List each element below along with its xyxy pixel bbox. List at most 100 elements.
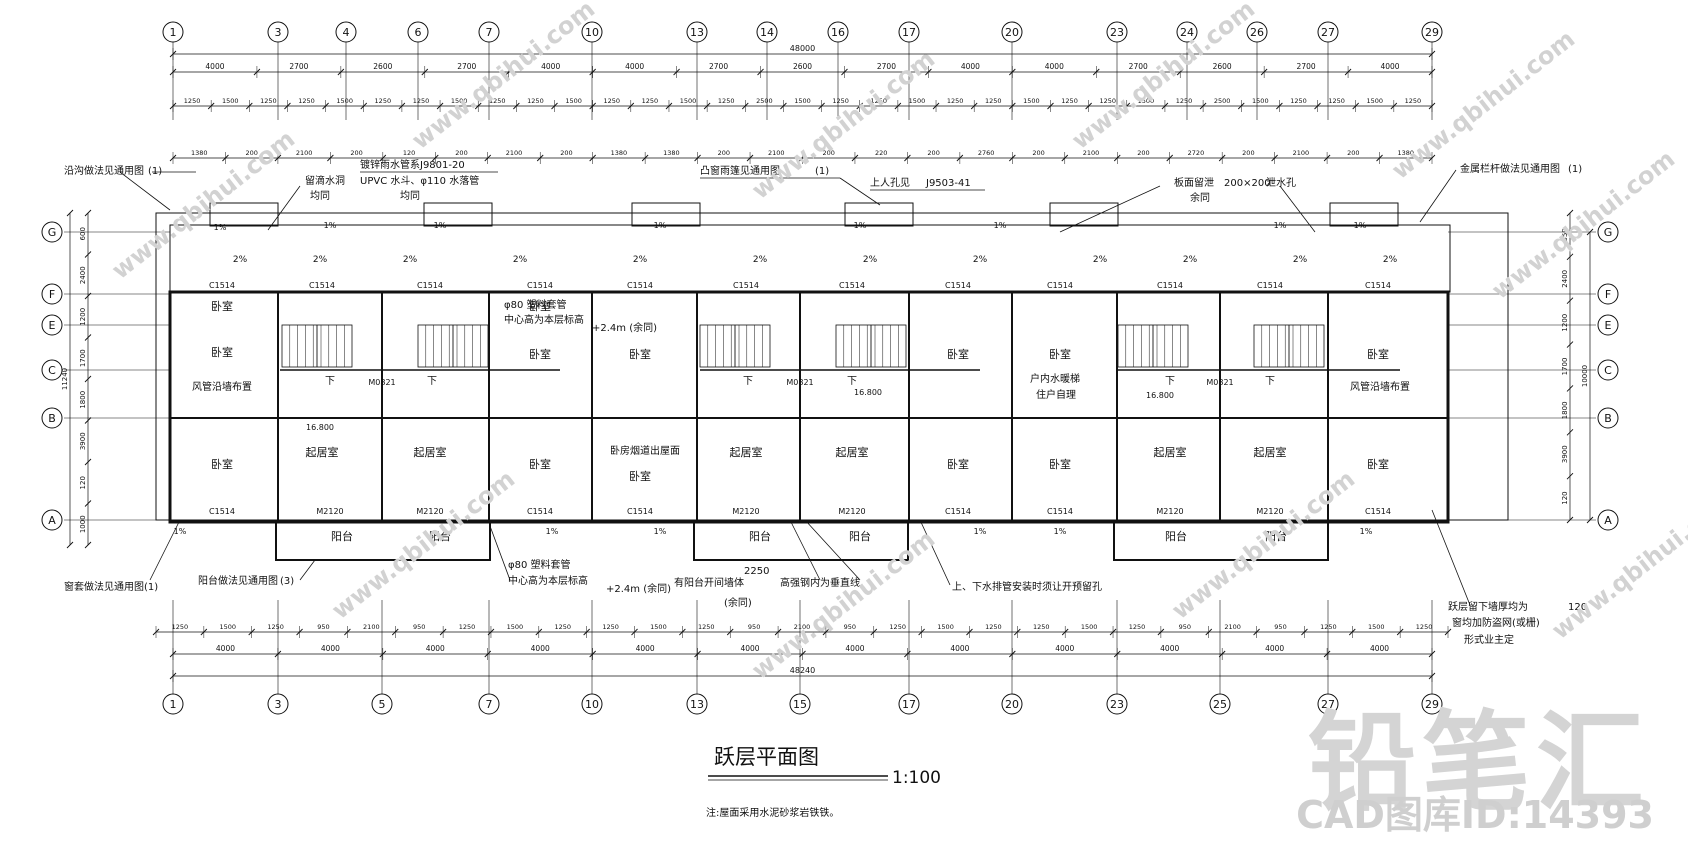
dim-top-row3-text: 120 <box>403 149 415 157</box>
slope-mark-small: 1% <box>1274 221 1287 230</box>
dim-top-row2-text: 1250 <box>1061 97 1078 105</box>
axis-top-17: 17 <box>898 21 920 43</box>
stair-treads <box>289 325 1317 367</box>
axis-right-A: A <box>1597 509 1619 531</box>
callout-gutter: 沿沟做法见通用图 <box>64 164 144 177</box>
dim-bottom-row1-text: 4000 <box>1055 644 1074 653</box>
slope-mark: 2% <box>753 255 768 265</box>
callout-duct-right: 风管沿墙布置 <box>1350 380 1410 393</box>
dim-bottom-row2-text: 1250 <box>459 623 476 631</box>
window-tag: C1514 <box>527 281 553 290</box>
dim-top-row2-text: 1250 <box>642 97 659 105</box>
dim-bottom-row1-text: 4000 <box>740 644 759 653</box>
callout-sleeve-b: φ80 塑料套管 <box>508 558 571 571</box>
axis-bottom-13: 13 <box>686 693 708 715</box>
axis-top-7: 7 <box>478 21 500 43</box>
dim-top-row2-text: 2500 <box>756 97 773 105</box>
room-label: 卧室 <box>529 457 551 471</box>
annotation-text: 沿沟做法见通用图 (1) 留滴水洞 均同 镀锌雨水管系 J9801-20 UPV… <box>64 158 1587 646</box>
callout-hatch: 上人孔见 <box>870 177 910 189</box>
stair-down-mark: 下 <box>1265 376 1275 387</box>
axis-top-4: 4 <box>335 21 357 43</box>
callout-sleeve-b-elev: +2.4m (余同) <box>606 582 671 595</box>
dim-top-row1-text: 2700 <box>709 62 728 71</box>
slope-mark-small: 1% <box>434 221 447 230</box>
dim-bottom-row1-text: 4000 <box>216 644 235 653</box>
dim-top-row3-text: 200 <box>1137 149 1149 157</box>
room-label: 卧室 <box>211 345 233 359</box>
dim-top-row3-text: 200 <box>245 149 257 157</box>
dim-bottom-row2-text: 1250 <box>554 623 571 631</box>
door-tag: M2120 <box>1156 507 1183 516</box>
axis-top-14: 14 <box>756 21 778 43</box>
callout-window-trim: 窗套做法见通用图 <box>64 580 144 593</box>
slope-mark-small: 1% <box>994 221 1007 230</box>
dim-bottom-row2-text: 1250 <box>267 623 284 631</box>
window-tag: C1514 <box>945 507 971 516</box>
slope-mark: 2% <box>1183 255 1198 265</box>
dim-left-parts-text: 600 <box>79 227 87 240</box>
window-tag: C1514 <box>1047 281 1073 290</box>
url-watermark: www.qbihui.com <box>1546 485 1688 645</box>
title-block: 跃层平面图 1:100 注:屋面采用水泥砂浆岩铁铁。 <box>706 745 941 819</box>
dim-bottom-row1-text: 4000 <box>531 644 550 653</box>
axis-top-29: 29 <box>1421 21 1443 43</box>
slope-mark-small: 1% <box>974 527 987 536</box>
dim-top-row2-text: 1500 <box>336 97 353 105</box>
axis-bottom-7-label: 7 <box>486 698 493 711</box>
dim-top-row2-text: 1250 <box>184 97 201 105</box>
dim-bottom-row1-text: 4000 <box>321 644 340 653</box>
callout-window-guard: 窗均加防盗网(或栅) <box>1452 616 1540 629</box>
axis-top-10-label: 10 <box>585 26 599 39</box>
dim-top-row1-text: 4000 <box>961 62 980 71</box>
dim-top-row3-text: 2760 <box>978 149 995 157</box>
callout-sleeve-b-height: 中心高为本层标高 <box>508 574 588 587</box>
axis-bottom-1: 1 <box>162 693 184 715</box>
slope-mark: 2% <box>513 255 528 265</box>
dim-top-row1-text: 2700 <box>877 62 896 71</box>
dim-top-row2-text: 1500 <box>565 97 582 105</box>
room-label: 起居室 <box>414 445 447 459</box>
axis-left-E-label: E <box>49 319 56 332</box>
slope-mark: 2% <box>1383 255 1398 265</box>
slope-mark-small: 1% <box>214 223 227 232</box>
axis-left-F: F <box>41 283 63 305</box>
axis-bottom-13-label: 13 <box>690 698 704 711</box>
dim-top-row2-text: 1500 <box>1366 97 1383 105</box>
room-label: 卧室 <box>211 457 233 471</box>
dim-right-parts-text: 1800 <box>1561 401 1569 419</box>
dim-top-row3-text: 200 <box>718 149 730 157</box>
dim-top-row3-text: 200 <box>455 149 467 157</box>
dim-bottom-row2-text: 950 <box>413 623 425 631</box>
axis-bottom-20: 20 <box>1001 693 1023 715</box>
dim-top-row2-text: 1250 <box>527 97 544 105</box>
dim-top-row2-text: 1500 <box>1138 97 1155 105</box>
window-tag: C1514 <box>309 281 335 290</box>
dim-left-parts-text: 2400 <box>79 266 87 284</box>
dim-top-row2-text: 1250 <box>603 97 620 105</box>
axis-top-6: 6 <box>407 21 429 43</box>
stair-down-mark: 下 <box>1165 376 1175 387</box>
dim-top-row1-text: 4000 <box>625 62 644 71</box>
dim-top-row2-text: 1500 <box>1023 97 1040 105</box>
axis-bottom-7: 7 <box>478 693 500 715</box>
callout-balcony-wall-same: (余同) <box>724 596 752 609</box>
door-tag: M0821 <box>786 378 813 387</box>
axis-top-23: 23 <box>1106 21 1128 43</box>
dim-top-row3-text: 2100 <box>1293 149 1310 157</box>
room-label: 卧室 <box>1367 347 1389 361</box>
dim-top-row2-text: 1250 <box>260 97 277 105</box>
callout-sleeve: φ80 塑料套管 <box>504 298 567 311</box>
dim-bottom-row2-text: 2100 <box>363 623 380 631</box>
url-watermark: www.qbihui.com <box>746 45 940 205</box>
callout-gutter-ref: (1) <box>148 166 162 177</box>
drawing-scale: 1:100 <box>892 768 941 788</box>
axis-right-B: B <box>1597 407 1619 429</box>
dim-top-row2-text: 1250 <box>298 97 315 105</box>
axis-bottom-15-label: 15 <box>793 698 807 711</box>
callout-railing-ref: (1) <box>1568 164 1582 175</box>
callout-duct-left: 风管沿墙布置 <box>192 380 252 393</box>
callout-drip: 留滴水洞 <box>305 174 345 187</box>
